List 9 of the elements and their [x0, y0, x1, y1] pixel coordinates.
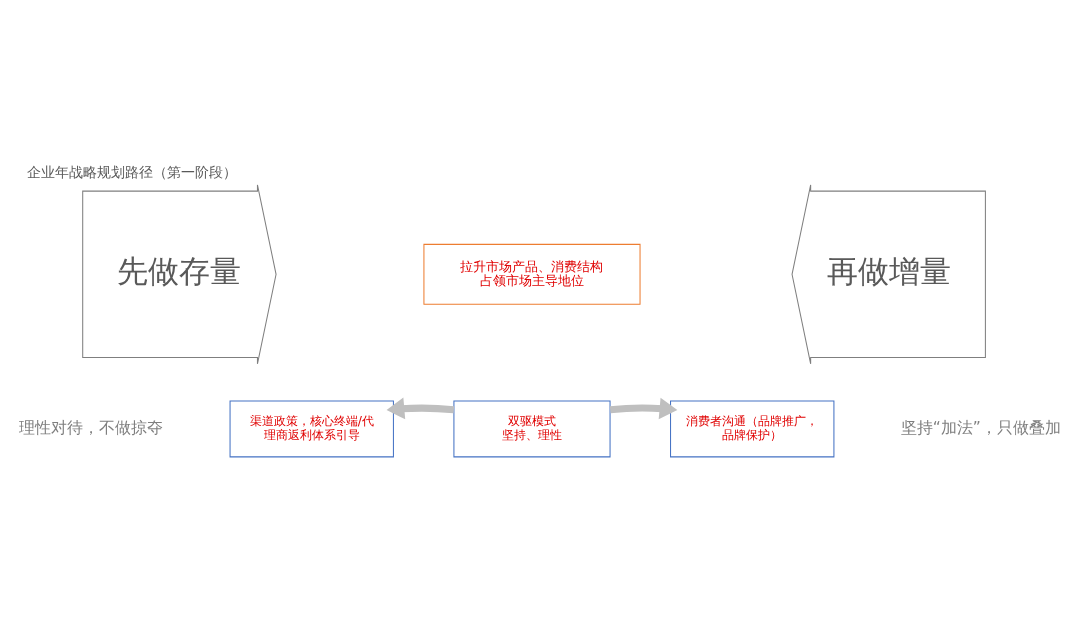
- arrow: [609, 397, 678, 420]
- arrow: [386, 397, 455, 420]
- node-box: 渠道政策，核心终端/代理商返利体系引导: [229, 400, 394, 458]
- node-label: 理性对待，不做掠夺: [19, 418, 164, 437]
- node-box: 双驱模式 坚持、理性: [453, 400, 611, 458]
- node-box: 消费者沟通（品牌推广，品牌保护）: [670, 400, 835, 458]
- node-label: 坚持“加法”，只做叠加: [900, 418, 1061, 437]
- diagram-title: 企业年战略规划路径（第一阶段）: [26, 163, 237, 180]
- node-box: 拉升市场产品、消费结构 占领市场主导地位: [423, 243, 641, 305]
